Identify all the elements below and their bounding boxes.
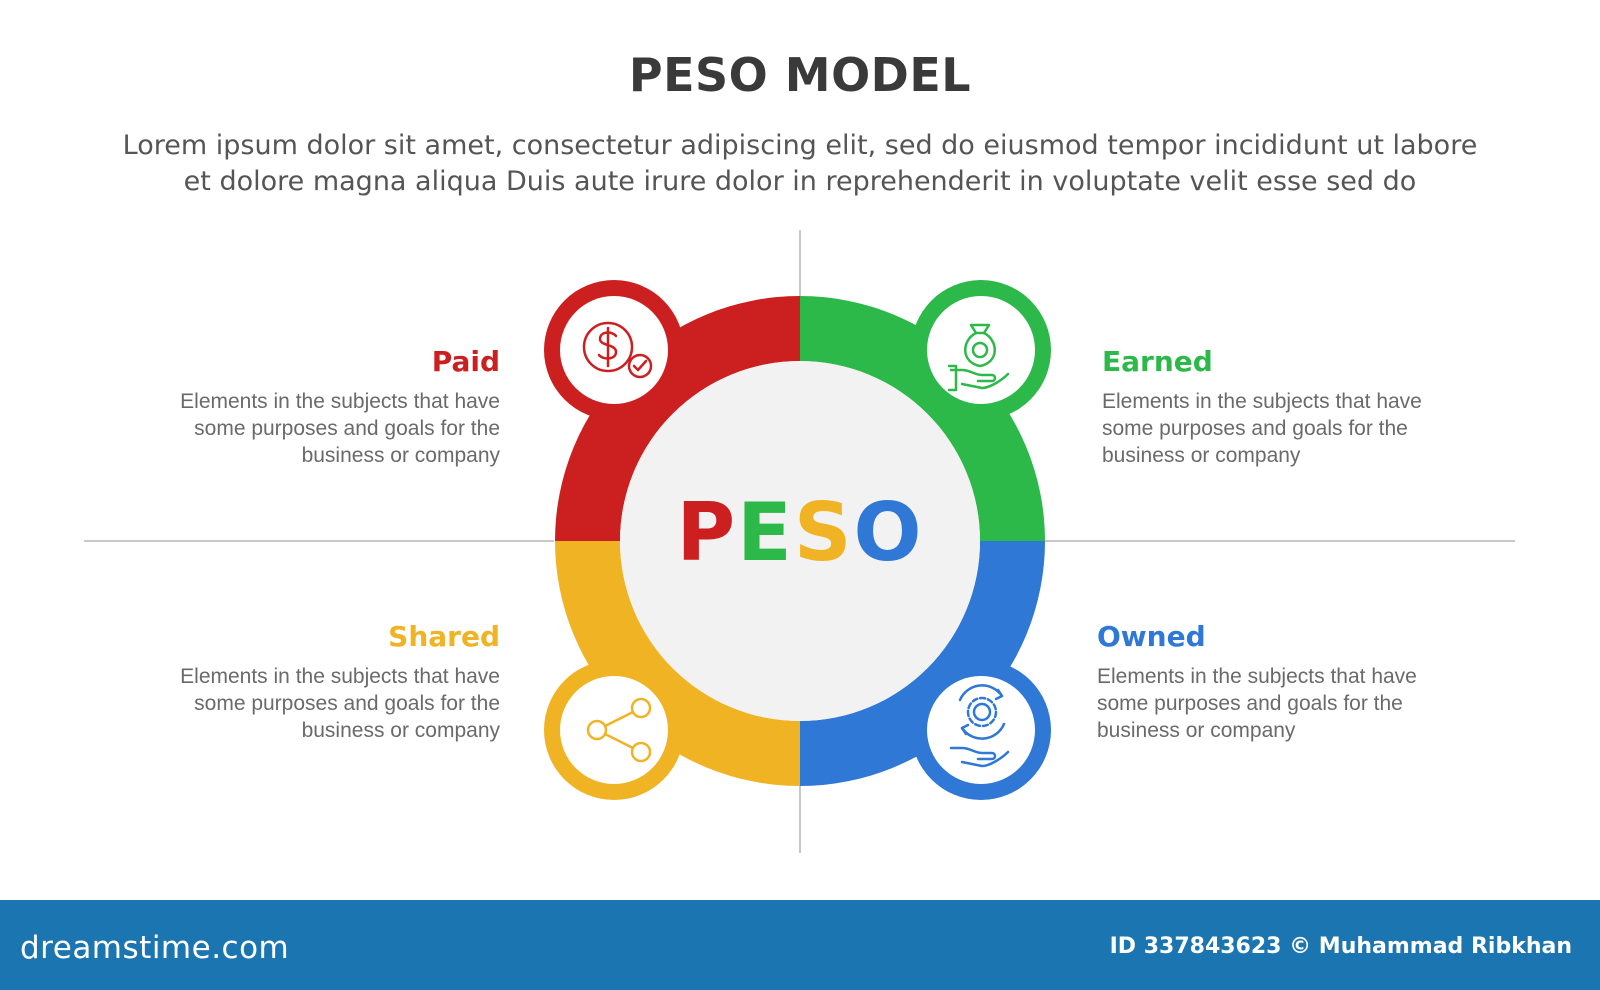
page-title: PESO MODEL — [628, 48, 972, 102]
ring-segment-earned — [800, 296, 1045, 541]
peso-acronym: PESO — [640, 486, 960, 579]
footer-bar: dreamstime.com ID 337843623 © Muhammad R… — [0, 900, 1600, 990]
horizontal-divider-right — [1045, 540, 1515, 542]
subtitle-line-1: Lorem ipsum dolor sit amet, consectetur … — [122, 130, 1478, 161]
horizontal-divider-left — [84, 540, 554, 542]
item-title-owned: Owned — [1097, 620, 1206, 653]
item-title-paid: Paid — [431, 345, 500, 378]
center-circle — [620, 361, 980, 721]
share-icon — [586, 697, 652, 763]
ring-segment-shared — [555, 541, 800, 786]
ring-segment-owned — [800, 541, 1045, 786]
item-description-owned: Elements in the subjects that have some … — [1097, 665, 1417, 742]
item-description-earned: Elements in the subjects that have some … — [1102, 390, 1422, 467]
item-shared: Shared Elements in the subjects that hav… — [160, 620, 500, 744]
letter-p: P — [676, 486, 738, 579]
subtitle-line-2: et dolore magna aliqua Duis aute irure d… — [183, 166, 1417, 197]
dollar-check-icon — [582, 321, 653, 379]
item-description-shared: Elements in the subjects that have some … — [180, 665, 500, 742]
letter-e: E — [737, 486, 794, 579]
item-owned: Owned Elements in the subjects that have… — [1097, 620, 1437, 744]
letter-s: S — [793, 486, 854, 579]
ring-segment-paid — [555, 296, 800, 541]
item-earned: Earned Elements in the subjects that hav… — [1102, 345, 1442, 469]
item-title-earned: Earned — [1102, 345, 1213, 378]
footer-credit: ID 337843623 © Muhammad Ribkhan — [1109, 934, 1572, 959]
letter-o: O — [853, 486, 924, 579]
footer-brand: dreamstime.com — [20, 930, 290, 966]
gear-hand-icon — [949, 684, 1010, 768]
page-subtitle: Lorem ipsum dolor sit amet, consectetur … — [60, 128, 1540, 200]
item-paid: Paid Elements in the subjects that have … — [160, 345, 500, 469]
money-bag-hand-icon — [947, 323, 1010, 392]
item-description-paid: Elements in the subjects that have some … — [180, 390, 500, 467]
item-title-shared: Shared — [388, 620, 500, 653]
